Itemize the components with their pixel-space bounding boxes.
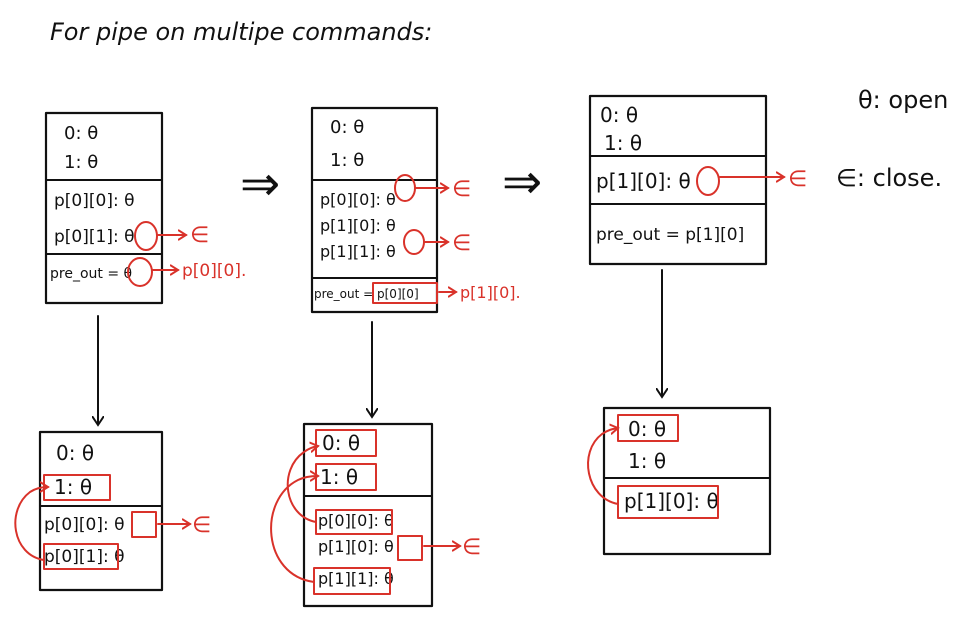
result2-fd1: 1: θ [320, 465, 358, 489]
step2-p11: p[1][1]: θ [320, 242, 396, 261]
result1-close-mark: ∈ [192, 513, 211, 538]
result2-annotations: ∈ [270, 429, 481, 595]
step3-fd0: 0: θ [600, 103, 638, 127]
result2-p00: p[0][0]: θ [318, 511, 394, 530]
result1-annotations: ∈ [14, 474, 211, 570]
result3-p10: p[1][0]: θ [624, 489, 719, 513]
result2-p10: p[1][0]: θ [318, 537, 394, 556]
result2-p11: p[1][1]: θ [318, 569, 394, 588]
step3-pre-out: pre_out = p[1][0] [596, 225, 744, 245]
step1-table: 0: θ 1: θ p[0][0]: θ p[0][1]: θ pre_out … [44, 111, 164, 305]
step1-p01: p[0][1]: θ [54, 227, 134, 247]
step2-pre-out-target: p[1][0]. [460, 283, 521, 302]
result3-fd1: 1: θ [628, 449, 666, 473]
step3-annotations: ∈ [696, 166, 807, 196]
result1-p00: p[0][0]: θ [44, 515, 124, 535]
step-arrow-2: ⇒ [502, 154, 542, 210]
step2-pre-out: pre_out = p[0][0] [314, 287, 419, 301]
result2-fd0: 0: θ [322, 431, 360, 455]
step2-close-mark-1: ∈ [452, 177, 471, 202]
diagram-title: For pipe on multipe commands: [50, 18, 432, 46]
step3-p10: p[1][0]: θ [596, 169, 691, 193]
legend-close: ∈: close. [836, 164, 942, 192]
step3-fd1: 1: θ [604, 131, 642, 155]
result3-table: 0: θ 1: θ p[1][0]: θ [602, 406, 772, 556]
step1-pre-out: pre_out = θ [50, 266, 132, 282]
step2-table: 0: θ 1: θ p[0][0]: θ p[1][0]: θ p[1][1]:… [310, 106, 439, 314]
result1-p01: p[0][1]: θ [44, 547, 124, 567]
step2-p00: p[0][0]: θ [320, 190, 396, 209]
step1-close-mark: ∈ [190, 223, 209, 248]
result3-fd0: 0: θ [628, 417, 666, 441]
step1-annotations: ∈ p[0][0]. [127, 221, 246, 287]
result1-fd1: 1: θ [54, 475, 92, 499]
step1-p00: p[0][0]: θ [54, 191, 134, 211]
step2-fd0: 0: θ [330, 117, 364, 138]
result1-table: 0: θ 1: θ p[0][0]: θ p[0][1]: θ [38, 430, 164, 592]
step1-pre-out-target: p[0][0]. [182, 261, 246, 281]
step2-close-mark-2: ∈ [452, 231, 471, 256]
step2-p10: p[1][0]: θ [320, 216, 396, 235]
step2-fd1: 1: θ [330, 150, 364, 171]
step1-fd0: 0: θ [64, 123, 98, 144]
step3-table: 0: θ 1: θ p[1][0]: θ pre_out = p[1][0] [588, 94, 768, 266]
result2-table: 0: θ 1: θ p[0][0]: θ p[1][0]: θ p[1][1]:… [302, 422, 434, 608]
legend-open: θ: open [858, 86, 948, 114]
step1-fd1: 1: θ [64, 152, 98, 173]
result3-annotations [587, 414, 719, 519]
result2-close-mark: ∈ [462, 535, 481, 560]
step-arrow-1: ⇒ [240, 156, 280, 212]
result1-fd0: 0: θ [56, 441, 94, 465]
step2-annotations: ∈ ∈ p[1][0]. [372, 174, 521, 304]
step3-close-mark: ∈ [788, 167, 807, 192]
